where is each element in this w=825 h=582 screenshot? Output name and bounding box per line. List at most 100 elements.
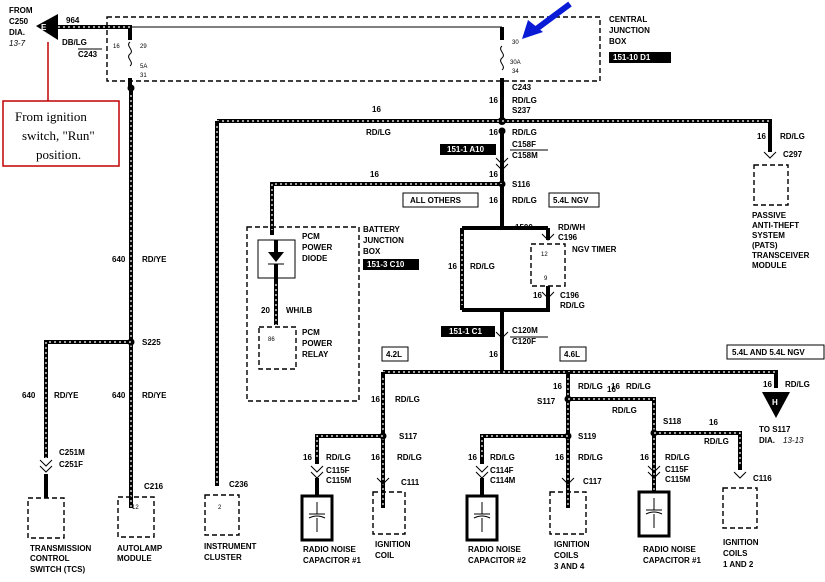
timer-pin-12: 12: [541, 252, 548, 258]
wire-rdye: RD/YE: [142, 255, 167, 264]
wire-rdye-tcs: RD/YE: [54, 391, 79, 400]
conn-c120f: C120F: [512, 337, 536, 346]
rdlg-d: RD/LG: [512, 196, 537, 205]
pats-label-6: MODULE: [752, 261, 787, 270]
b46-ignition-coils: [549, 491, 587, 535]
fuse-30a-icon: [500, 45, 504, 71]
rdlg-a: RD/LG: [512, 96, 537, 105]
b54-gauge-a: 16: [709, 418, 718, 427]
ngv-timer-label: NGV TIMER: [572, 245, 617, 254]
cjb-label-3: BOX: [609, 37, 627, 46]
b54-splice-s118: S118: [663, 417, 682, 426]
b54-rdlg-r: RD/LG: [785, 380, 810, 389]
ic-pin-2: 2: [218, 505, 222, 511]
b42-ign: IGNITION: [375, 540, 411, 549]
tcs-label-2: CONTROL: [30, 554, 70, 563]
pin-30: 30: [512, 40, 519, 46]
b42-coil: COIL: [375, 551, 394, 560]
bjb-label-2: JUNCTION: [363, 236, 404, 245]
b46-c114f: C114F: [490, 466, 514, 475]
splice-s237: S237: [512, 106, 531, 115]
b46-gauge-16: 16: [553, 382, 562, 391]
connector-e-icon: [36, 14, 58, 40]
instrument-cluster: [204, 494, 240, 536]
conn-c251f: C251F: [59, 460, 83, 469]
ngv-rdwh: RD/WH: [558, 223, 585, 232]
splice-s116: S116: [512, 180, 531, 189]
b46-c114m: C114M: [490, 476, 516, 485]
b46-gauge-b: 16: [468, 453, 477, 462]
ref-c1-box: [441, 326, 495, 337]
b42-c115m: C115M: [326, 476, 352, 485]
gauge-16-d: 16: [489, 196, 498, 205]
rdlg-b: RD/LG: [512, 128, 537, 137]
ngv-gauge-1500: 1500: [515, 223, 533, 232]
diode-icon: [268, 252, 284, 262]
b54-rdlg-a: RD/LG: [704, 437, 729, 446]
wire-dblg: DB/LG: [62, 38, 87, 47]
ref-c1: 151-1 C1: [449, 327, 482, 336]
pin-31: 31: [140, 73, 147, 79]
conn-c251m: C251M: [59, 448, 85, 457]
from-dia: DIA.: [9, 28, 25, 37]
conn-c243-top: C243: [78, 50, 98, 59]
pin-34: 34: [512, 69, 519, 75]
callout-line-3: position.: [36, 147, 81, 162]
b46-gauge-a: 16: [607, 385, 616, 394]
ic-conn-c236: C236: [229, 480, 249, 489]
fuse-5a-icon: [128, 41, 132, 67]
b42-ignition-coil: [372, 491, 406, 535]
pats-label-2: ANTI-THEFT: [752, 221, 799, 230]
all-others-label: ALL OTHERS: [410, 196, 462, 205]
b46-ign: IGNITION: [554, 540, 590, 549]
callout-line-2: switch, "Run": [22, 128, 95, 143]
pats-module: [753, 164, 789, 206]
ngv-gauge-16c: 16: [489, 350, 498, 359]
pcm-label-2: POWER: [302, 243, 332, 252]
relay-label-2: POWER: [302, 339, 332, 348]
conn-c216: C216: [144, 482, 164, 491]
b42-gauge-a: 16: [303, 453, 312, 462]
bjb-ref: 151-3 C10: [367, 260, 405, 269]
b42-c115f: C115F: [326, 466, 350, 475]
blue-pointer-arrow: [533, 1, 572, 33]
cjb-label-2: JUNCTION: [609, 26, 650, 35]
ngv-timer-box: [530, 243, 566, 287]
b46-splice-s117: S117: [537, 397, 556, 406]
wire-whlb: WH/LB: [286, 306, 312, 315]
b54-cap: CAPACITOR #1: [643, 556, 701, 565]
relay-label-3: RELAY: [302, 350, 329, 359]
engine-46: 4.6L: [564, 350, 580, 359]
callout-line-1: From ignition: [15, 109, 87, 124]
b46-rdlg-b: RD/LG: [490, 453, 515, 462]
pats-label-3: SYSTEM: [752, 231, 785, 240]
conn-c196-b: C196: [560, 291, 580, 300]
pin-29: 29: [140, 44, 147, 50]
pats-rdlg: RD/LG: [780, 132, 805, 141]
pcm-label-1: PCM: [302, 232, 320, 241]
b54-gauge-16: 16: [611, 382, 620, 391]
ref-a10-box: [440, 144, 496, 155]
from-ref: 13-7: [9, 39, 26, 48]
b54-to-s117: TO S117: [759, 425, 791, 434]
connector-h-badge: H: [772, 398, 778, 407]
bjb-label-3: BOX: [363, 247, 381, 256]
b46-rdlg-a: RD/LG: [612, 406, 637, 415]
b54-which: 1 AND 2: [723, 560, 754, 569]
wire-rdye-auto: RD/YE: [142, 391, 167, 400]
ic-label-1: INSTRUMENT: [204, 542, 257, 551]
b42-rdlg-b: RD/LG: [397, 453, 422, 462]
relay-pin-86: 86: [268, 337, 275, 343]
wire-640-auto: 640: [112, 391, 126, 400]
autolamp-label-2: MODULE: [117, 554, 152, 563]
ngv-54-label: 5.4L NGV: [553, 196, 589, 205]
b54-ignition-coils: [722, 487, 758, 529]
ignition-callout-box: [2, 100, 120, 167]
conn-c196-a: C196: [558, 233, 578, 242]
b42-cap: CAPACITOR #1: [303, 556, 361, 565]
cjb-label-1: CENTRAL: [609, 15, 647, 24]
wire-964: 964: [66, 16, 80, 25]
fuse-30a: 30A: [510, 60, 521, 66]
conn-c297: C297: [783, 150, 803, 159]
